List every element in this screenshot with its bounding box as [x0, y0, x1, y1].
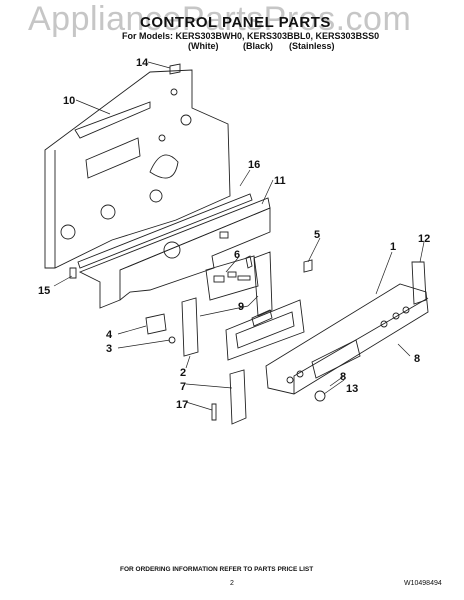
callout-3: 3: [106, 343, 112, 355]
electronic-control-board: [205, 255, 259, 301]
callout-8b: 8: [340, 371, 346, 383]
page-title: CONTROL PANEL PARTS: [140, 14, 331, 31]
control-panel-housing: [265, 283, 429, 395]
models-line: For Models: KERS303BWH0, KERS303BBL0, KE…: [122, 31, 380, 41]
variant-white: (White): [188, 41, 219, 51]
switch-5-shape: [303, 259, 313, 273]
callout-1: 1: [390, 241, 396, 253]
touchpad-frame: [225, 299, 305, 361]
bracket-14-shape: [169, 63, 181, 75]
ordering-note: FOR ORDERING INFORMATION REFER TO PARTS …: [120, 566, 314, 573]
callout-4: 4: [106, 329, 113, 341]
callout-11: 11: [274, 175, 286, 187]
support-channel: [78, 197, 271, 309]
clip-17-shape: [211, 403, 217, 421]
document-part-number: W10498494: [404, 580, 442, 587]
knob-13-shape: [314, 390, 326, 402]
variant-stainless: (Stainless): [289, 41, 335, 51]
callout-2: 2: [180, 367, 186, 379]
end-cap-12: [411, 261, 427, 305]
callout-9: 9: [238, 301, 244, 313]
end-cap-7: [229, 369, 247, 425]
callout-14: 14: [136, 57, 149, 69]
callout-15: 15: [38, 285, 50, 297]
page-number: 2: [230, 580, 234, 587]
callout-8a: 8: [414, 353, 420, 365]
callout-12: 12: [418, 233, 430, 245]
variant-black: (Black): [243, 41, 274, 51]
end-bracket-2: [181, 297, 199, 357]
callout-10: 10: [63, 95, 75, 107]
mounting-bracket-9: [253, 251, 273, 317]
callout-17: 17: [176, 399, 188, 411]
infinite-switch-shape: [145, 313, 167, 335]
callout-7: 7: [180, 381, 186, 393]
screw-15-shape: [69, 267, 77, 279]
watermark: AppliancePartsPros.com: [28, 0, 412, 38]
rear-console-panel: [44, 69, 231, 269]
callout-13: 13: [346, 383, 358, 395]
callout-16: 16: [248, 159, 260, 171]
callout-6: 6: [234, 249, 240, 261]
callout-5: 5: [314, 229, 320, 241]
trim-strip: [77, 193, 253, 269]
